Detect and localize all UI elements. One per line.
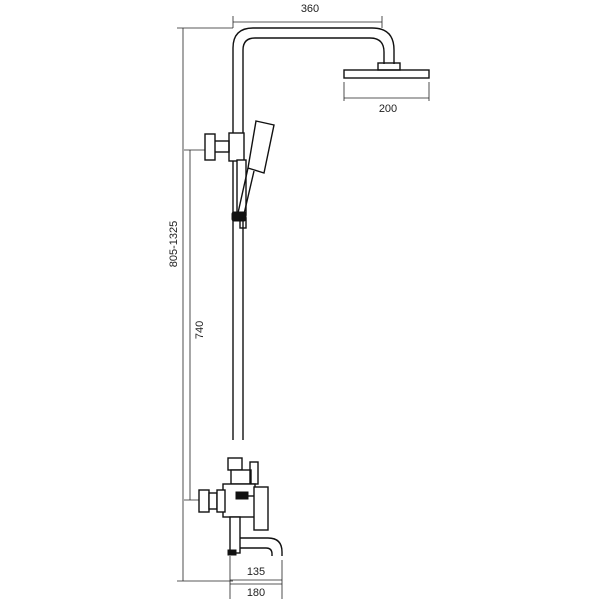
dimension-head-width-label: 200 bbox=[379, 103, 397, 115]
dimension-overall-depth: 180 bbox=[229, 583, 283, 599]
dimension-top-width-label: 360 bbox=[301, 3, 319, 15]
dimension-spout-reach-label: 135 bbox=[247, 566, 265, 578]
slide-bar bbox=[231, 159, 247, 229]
dimension-top-width: 360 bbox=[232, 3, 383, 28]
hand-shower bbox=[237, 120, 275, 215]
dimension-bar-height-label: 740 bbox=[194, 321, 206, 339]
bath-spout bbox=[227, 516, 283, 556]
dimension-bar-height: 740 bbox=[184, 149, 210, 501]
dimension-total-height-label: 805-1325 bbox=[168, 221, 180, 268]
dimension-spout-reach: 135 bbox=[229, 556, 283, 583]
shower-arm bbox=[232, 27, 395, 440]
mixer-body bbox=[222, 457, 269, 531]
dimension-overall-depth-label: 180 bbox=[247, 587, 265, 599]
wall-connection bbox=[198, 489, 226, 513]
dimension-total-height: 805-1325 bbox=[168, 27, 233, 582]
rain-shower-head: 200 bbox=[343, 62, 430, 115]
diverter-knob bbox=[204, 132, 245, 162]
